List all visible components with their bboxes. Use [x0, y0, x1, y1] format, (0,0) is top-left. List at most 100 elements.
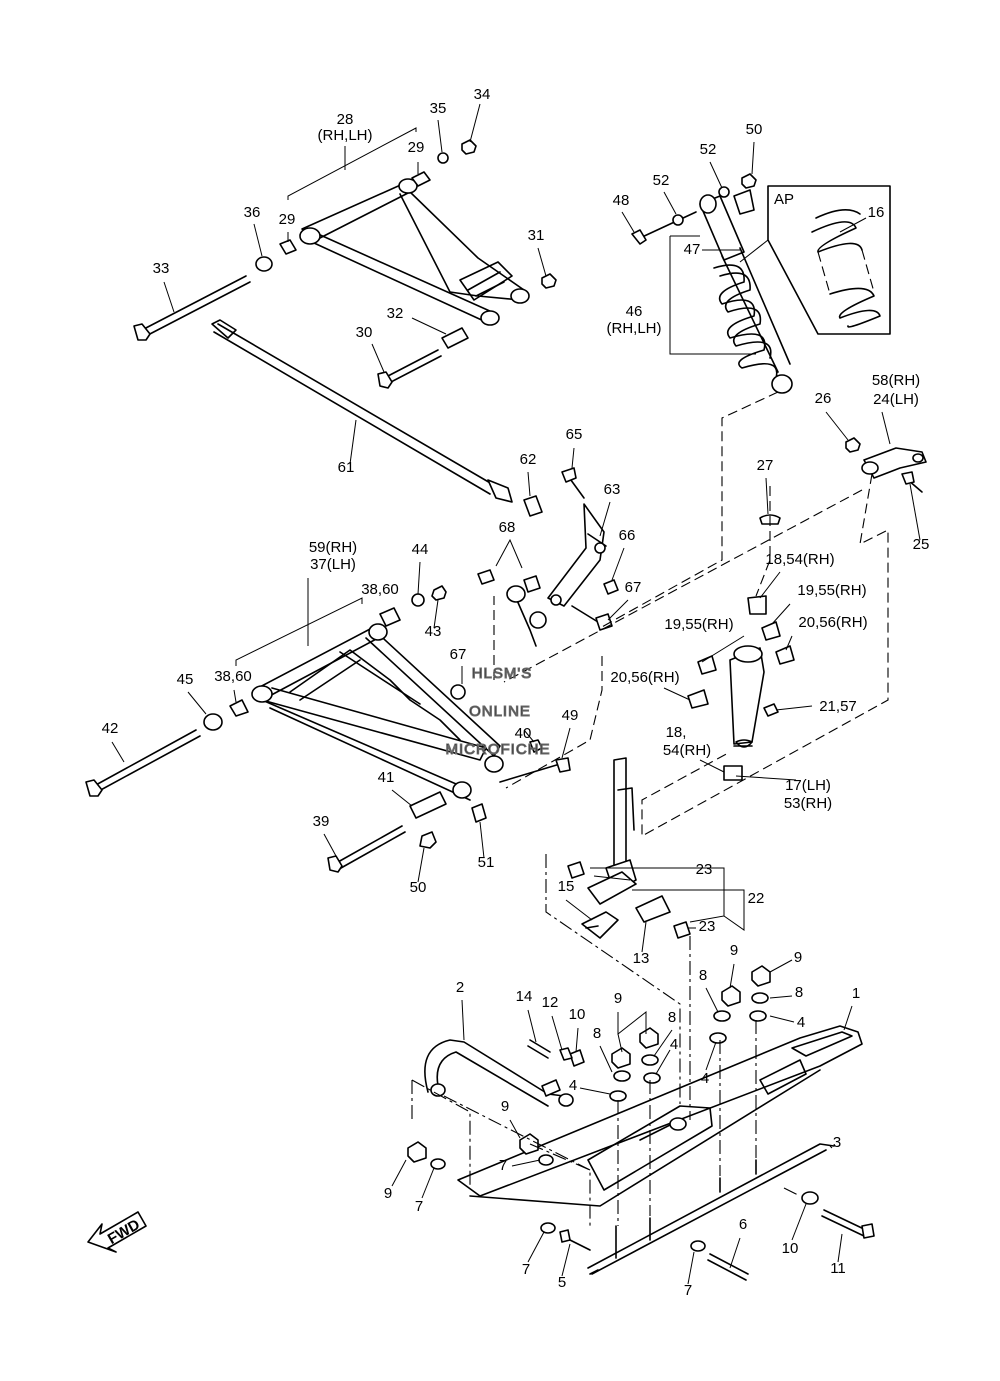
callout-c34: 34: [474, 86, 491, 103]
callout-c1955b: 19,55(RH): [664, 616, 733, 633]
callout-c4d: 4: [569, 1077, 577, 1094]
spindle-housing: [687, 514, 795, 781]
assembly-lines: [411, 391, 889, 1226]
callout-c53: 53(RH): [784, 795, 832, 812]
callout-c46s: (RH,LH): [607, 320, 662, 337]
callout-c9b: 9: [794, 949, 802, 966]
callout-c1854a: 18,54(RH): [765, 551, 834, 568]
watermark-line-1: HLSM'S: [472, 665, 533, 682]
lower-a-arm: [85, 585, 571, 873]
callout-c23a: 23: [696, 861, 713, 878]
callout-c25: 25: [913, 536, 930, 553]
callout-c7d: 7: [684, 1282, 692, 1299]
callout-c27: 27: [757, 457, 774, 474]
callout-c29b: 29: [279, 211, 296, 228]
callout-c30: 30: [356, 324, 373, 341]
callout-c7a: 7: [499, 1157, 507, 1174]
ski: [457, 1025, 863, 1207]
upper-a-arm: [133, 139, 557, 389]
callout-c7c: 7: [522, 1261, 530, 1278]
callout-c4c: 4: [701, 1070, 709, 1087]
ski-handle: [424, 1039, 574, 1107]
callout-c8a: 8: [699, 967, 707, 984]
callout-c50a: 50: [746, 121, 763, 138]
callout-c3860a: 38,60: [361, 581, 399, 598]
callout-c22: 22: [748, 890, 765, 907]
callout-c67b: 67: [450, 646, 467, 663]
callout-c9e: 9: [384, 1185, 392, 1202]
callout-c35: 35: [430, 100, 447, 117]
callout-c9c: 9: [614, 990, 622, 1007]
callout-c26: 26: [815, 390, 832, 407]
callout-c63: 63: [604, 481, 621, 498]
callout-c45: 45: [177, 671, 194, 688]
inset-label: AP: [774, 191, 794, 208]
callout-c31: 31: [528, 227, 545, 244]
callout-c23b: 23: [699, 918, 716, 935]
callout-c6: 6: [739, 1216, 747, 1233]
callout-c17: 17(LH): [785, 777, 831, 794]
callout-c36: 36: [244, 204, 261, 221]
callout-c3860b: 38,60: [214, 668, 252, 685]
inset-spring-box: [739, 185, 891, 335]
callout-c8d: 8: [593, 1025, 601, 1042]
callout-c9a: 9: [730, 942, 738, 959]
callout-c68: 68: [499, 519, 516, 536]
callout-c58: 58(RH): [872, 372, 920, 389]
watermark-line-2: ONLINE: [469, 703, 531, 720]
callout-c54b: 54(RH): [663, 742, 711, 759]
callout-c9d: 9: [501, 1098, 509, 1115]
spindle-arm: [845, 437, 927, 493]
callout-c48: 48: [613, 192, 630, 209]
callout-c13: 13: [633, 950, 650, 967]
shock-absorber: [631, 173, 793, 394]
callout-c43: 43: [425, 623, 442, 640]
callout-c40: 40: [515, 725, 532, 742]
callout-c29a: 29: [408, 139, 425, 156]
leader-lines: [111, 103, 921, 1285]
ski-hardware: [407, 965, 875, 1281]
callout-c2: 2: [456, 979, 464, 996]
callout-c10a: 10: [569, 1006, 586, 1023]
callout-c4b: 4: [670, 1036, 678, 1053]
callout-c28: 28: [337, 111, 354, 128]
callout-c37: 37(LH): [310, 556, 356, 573]
callout-c65: 65: [566, 426, 583, 443]
callout-c28s: (RH,LH): [318, 127, 373, 144]
watermark: HLSM'S ONLINE MICROFICHE: [445, 664, 550, 758]
callout-c44: 44: [412, 541, 429, 558]
callout-c15: 15: [558, 878, 575, 895]
callout-c62: 62: [520, 451, 537, 468]
callout-c8c: 8: [668, 1009, 676, 1026]
callout-c14: 14: [516, 988, 533, 1005]
callout-c1: 1: [852, 985, 860, 1002]
callout-c12: 12: [542, 994, 559, 1011]
callout-c18b: 18,: [666, 724, 687, 741]
callout-c49: 49: [562, 707, 579, 724]
callout-c24: 24(LH): [873, 391, 919, 408]
steering-spindle: [567, 757, 691, 939]
callout-c10b: 10: [782, 1240, 799, 1257]
callout-c16: 16: [868, 204, 885, 221]
callout-c52a: 52: [700, 141, 717, 158]
callout-c39: 39: [313, 813, 330, 830]
fwd-arrow-icon: FWD: [87, 1211, 147, 1253]
callout-c61: 61: [338, 459, 355, 476]
callout-c7b: 7: [415, 1198, 423, 1215]
callout-c8b: 8: [795, 984, 803, 1001]
callout-c5: 5: [558, 1274, 566, 1291]
ski-runner: [587, 1143, 835, 1275]
callout-c46: 46: [626, 303, 643, 320]
torsion-rod: [211, 319, 585, 517]
link-bracket: [477, 503, 619, 647]
callout-c2157: 21,57: [819, 698, 857, 715]
callout-c41: 41: [378, 769, 395, 786]
callout-c2056a: 20,56(RH): [798, 614, 867, 631]
callout-c51: 51: [478, 854, 495, 871]
callout-c32: 32: [387, 305, 404, 322]
callout-c33: 33: [153, 260, 170, 277]
callout-c52b: 52: [653, 172, 670, 189]
callout-c2056b: 20,56(RH): [610, 669, 679, 686]
